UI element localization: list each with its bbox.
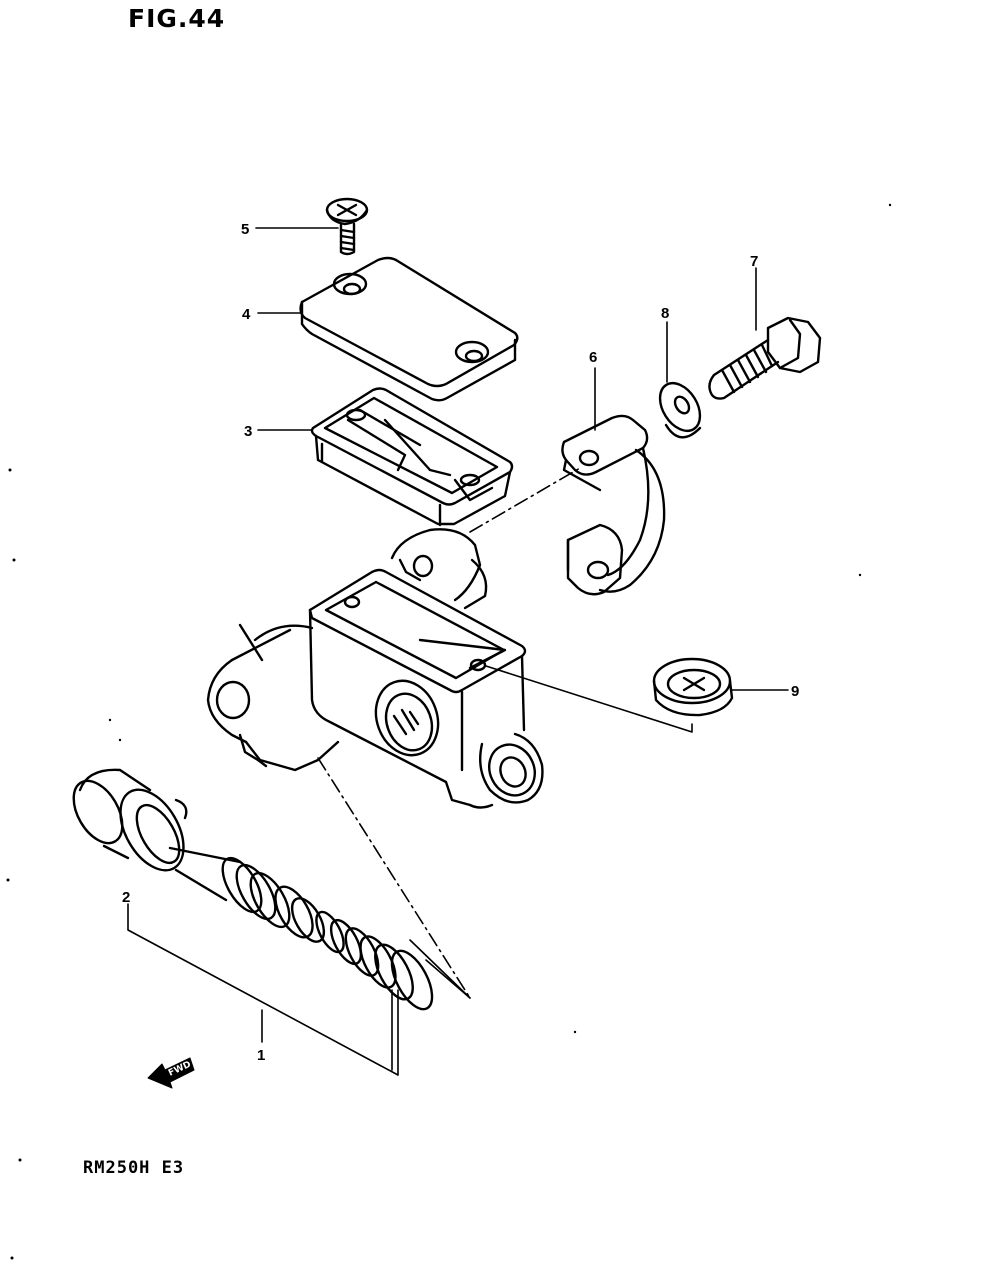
part-8-washer[interactable] — [652, 376, 708, 439]
figure-title: FIG.44 — [128, 4, 226, 33]
callout-1: 1 — [257, 1047, 265, 1064]
callout-5: 5 — [241, 221, 249, 238]
callout-8: 8 — [661, 305, 669, 322]
callout-2: 2 — [122, 889, 130, 906]
forward-direction-arrow: FWD — [147, 1057, 195, 1089]
part-9-boot[interactable] — [652, 657, 734, 717]
callout-4: 4 — [242, 306, 251, 323]
callout-3: 3 — [244, 423, 252, 440]
leader-lines — [127, 227, 789, 1076]
scan-artifacts — [6, 203, 892, 1260]
master-cylinder-body[interactable] — [206, 528, 544, 809]
part-3-diaphragm[interactable] — [310, 387, 514, 527]
callout-9: 9 — [791, 683, 799, 700]
part-5-screw[interactable] — [325, 197, 369, 256]
callout-6: 6 — [589, 349, 597, 366]
part-6-clamp[interactable] — [561, 414, 666, 596]
part-4-reservoir-cap[interactable] — [299, 256, 519, 402]
model-code: RM250H E3 — [83, 1158, 185, 1178]
callout-labels: 1 2 3 4 5 6 7 8 9 — [122, 221, 799, 1064]
part-2-piston-assembly[interactable] — [64, 768, 441, 1015]
part-7-bolt[interactable] — [708, 316, 822, 400]
callout-7: 7 — [750, 253, 758, 270]
